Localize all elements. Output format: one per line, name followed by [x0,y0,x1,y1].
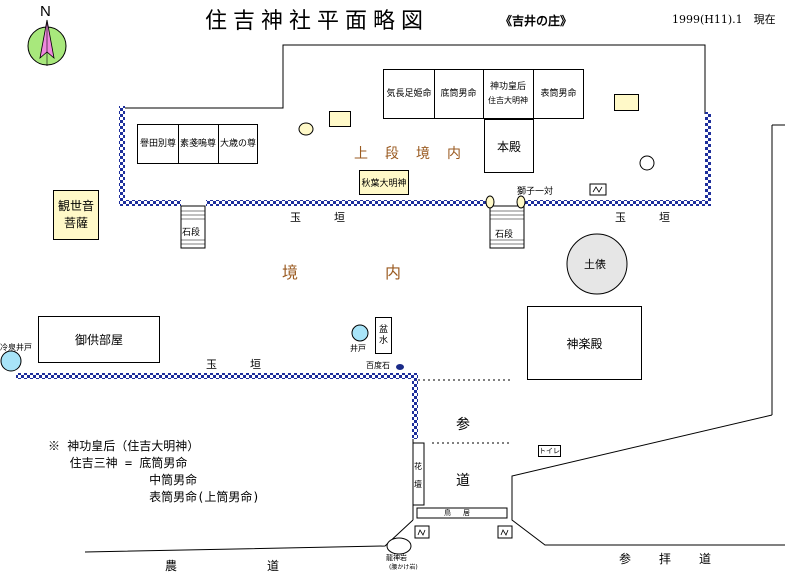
hyakudo-stone-marker [396,364,404,370]
main-hall: 本殿 [484,119,534,173]
toilet: トイレ [538,445,561,457]
torii [416,507,508,519]
shrine-uwatsutsu: 表筒男命 [540,89,577,99]
ryujin-sub-label: (腰かけ岩) [389,564,418,571]
east-shrine-block: 気長足姫命 底筒男命 神功皇后 住吉大明神 表筒男命 [383,69,584,119]
compass-rose-icon [27,19,67,66]
lion-west-marker [485,195,495,209]
stone-lantern-icon [589,183,607,196]
small-shrine-yellow-2 [614,94,639,111]
tamagaki-label-2: 玉垣 [615,211,703,224]
tamagaki-label-3: 玉垣 [206,358,294,371]
note-line: 住吉三神 = 底筒男命 [48,456,188,470]
small-shrine-yellow-1 [329,111,351,127]
farm-road-label: 農道 [165,559,370,573]
stone-steps-west-label: 石段 [182,228,201,238]
well-marker [351,324,369,342]
note-line: ※ 神功皇后（住吉大明神） [48,439,200,453]
flower-bed [412,442,425,506]
shrine-otoshi: 大歳の尊 [219,139,256,149]
bonsui-basin: 盆水 [375,317,392,354]
shrine-okinaga: 気長足姫命 [384,70,435,118]
shrine-homuda: 譽田別尊 [138,125,179,163]
cold-well-marker [0,350,22,372]
date-label: 1999(H11).1 現在 [672,13,776,26]
tamagaki-wall-lower-east [412,373,418,439]
shrine-susanoo: 素戔嗚尊 [178,125,219,163]
cold-well-label: 冷泉井戸 [0,343,32,352]
lion-east-marker [516,195,526,209]
north-label: N [40,3,51,20]
farm-road-edge [84,519,414,553]
akiba-shrine: 秋葉大明神 [359,170,409,195]
shrine-sokotsutsu: 底筒男命 [434,70,484,118]
torii-label: 鳥居 [444,509,482,517]
dohyo-ring [566,233,628,295]
shrine-jingu-label: 神功皇后 [489,82,526,92]
kagura-hall-label: 神楽殿 [566,336,603,351]
ryujin-rock-marker [386,537,412,555]
page-subtitle: 《吉井の庄》 [500,14,573,28]
lion-dogs-label: 獅子一対 [517,187,554,197]
main-hall-label: 本殿 [496,139,521,154]
lantern-marker [298,122,314,136]
toilet-label: トイレ [539,447,560,455]
west-shrine-block: 譽田別尊 素戔嗚尊 大歳の尊 [137,124,258,164]
tamagaki-wall-lower [16,373,418,379]
tamagaki-wall-west [119,106,125,206]
round-stone-marker [639,155,655,171]
stone-steps-west [180,205,206,249]
note-line: 表筒男命(上筒男命) [48,490,260,504]
tamagaki-wall-south-2 [206,200,489,206]
stone-lantern-icon [414,525,430,539]
stone-steps-center-label: 石段 [495,230,514,240]
hyakudo-label: 百度石 [366,361,390,370]
tamagaki-wall-south-3 [525,200,711,206]
kannon-label: 観世音菩薩 [58,199,95,230]
offering-room-label: 御供部屋 [74,333,123,347]
worship-road-edge [511,414,785,546]
flower-bed-label: 花壇 [414,462,422,489]
deity-note: ※ 神功皇后（住吉大明神） 住吉三神 = 底筒男命 中筒男命 表筒男命(上筒男命… [48,438,260,506]
approach-label: 参道 [456,417,470,489]
dohyo-label: 土俵 [584,258,606,271]
ryujin-label: 龍神岩 [386,554,407,562]
note-line: 中筒男命 [48,473,198,487]
tamagaki-wall-south-1 [119,200,181,206]
well-label: 井戸 [350,344,366,353]
offering-room: 御供部屋 [38,316,160,363]
lower-precinct-label: 境内 [282,263,489,282]
akiba-shrine-label: 秋葉大明神 [361,179,407,189]
tamagaki-wall-east [705,112,711,206]
kagura-hall: 神楽殿 [527,306,642,380]
worship-road-label: 参拝道 [619,552,740,566]
upper-precinct-label: 上段境内 [354,146,478,162]
shrine-sumiyoshi-label: 住吉大明神 [488,96,528,105]
kannon-shrine: 観世音菩薩 [53,190,99,240]
page-title: 住吉神社平面略図 [205,9,430,34]
shrine-jingu: 神功皇后 住吉大明神 [483,70,534,118]
stone-lantern-icon [497,525,513,539]
bonsui-label: 盆水 [378,324,388,346]
stone-steps-center [489,205,525,249]
tamagaki-label-1: 玉垣 [290,211,378,224]
